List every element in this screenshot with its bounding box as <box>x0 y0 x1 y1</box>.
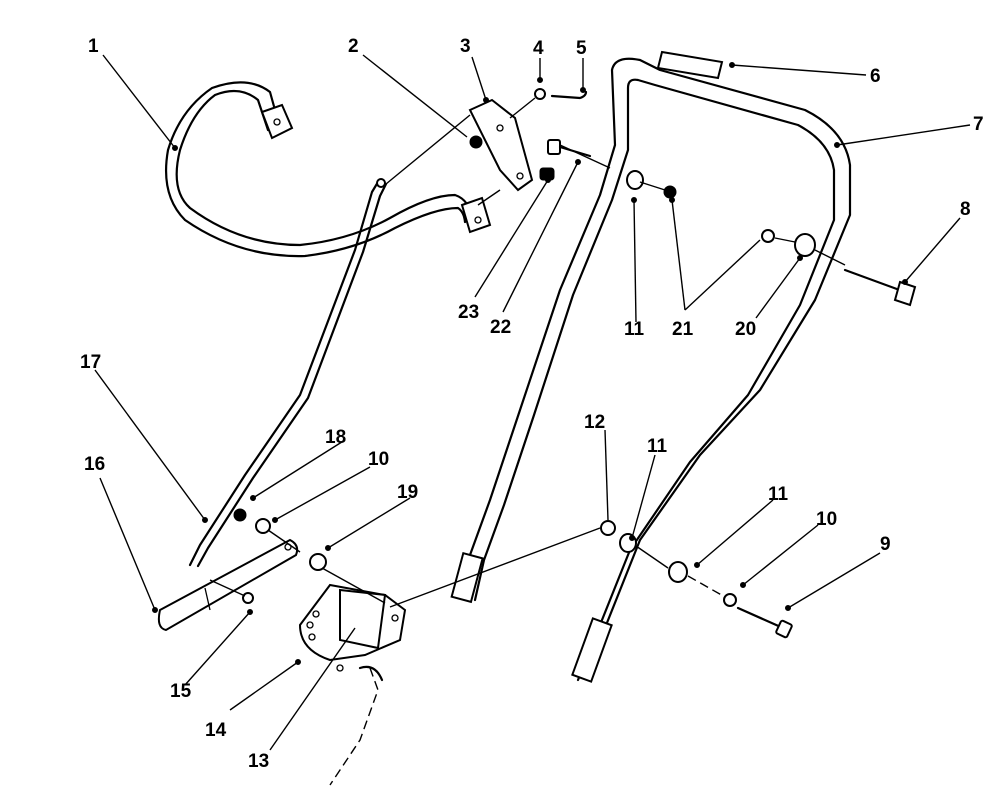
callout-11-lower-b: 11 <box>768 484 789 505</box>
callout-15: 15 <box>170 681 192 702</box>
deck-pin <box>358 665 384 682</box>
spacer-part-20 <box>794 233 816 257</box>
nut-part-15 <box>242 592 254 604</box>
callout-10-right: 10 <box>816 509 837 530</box>
control-bail-part-1 <box>164 81 492 258</box>
cotter-pin-part-5 <box>550 90 588 100</box>
washer-part-12 <box>600 520 616 536</box>
adjust-bracket-part-13 <box>298 583 407 672</box>
spacer-part-11-upper <box>626 170 644 190</box>
callout-17: 17 <box>80 352 101 373</box>
callout-23: 23 <box>458 302 479 323</box>
callout-21: 21 <box>672 319 694 340</box>
callout-8: 8 <box>960 199 971 220</box>
nut-part-21-a <box>663 185 677 199</box>
bolt-part-8 <box>843 268 917 307</box>
callout-19: 19 <box>397 482 418 503</box>
grip-part-6 <box>656 50 724 80</box>
callout-2: 2 <box>348 36 359 57</box>
callout-18: 18 <box>325 427 346 448</box>
deck-outline <box>329 667 379 786</box>
control-rod-part-17 <box>188 178 388 568</box>
callout-5: 5 <box>576 38 587 59</box>
washer-part-4 <box>534 88 546 100</box>
spacer-part-11-lower-b <box>668 561 688 583</box>
bolt-part-22 <box>547 139 592 158</box>
callout-7: 7 <box>973 114 984 135</box>
washer-part-10-right <box>723 593 737 607</box>
callout-11-upper: 11 <box>624 319 645 340</box>
callout-20: 20 <box>735 319 756 340</box>
callout-12: 12 <box>584 412 605 433</box>
nut-part-2 <box>469 135 483 149</box>
callout-6: 6 <box>870 66 881 87</box>
callout-16: 16 <box>84 454 105 475</box>
callout-4: 4 <box>533 38 544 59</box>
nut-part-21-b <box>761 229 775 243</box>
nut-part-18 <box>233 508 247 522</box>
washer-part-19 <box>309 553 327 571</box>
callout-14: 14 <box>205 720 227 741</box>
callout-9: 9 <box>880 534 891 555</box>
callout-10-left: 10 <box>368 449 389 470</box>
callout-dots <box>152 62 908 665</box>
callout-22: 22 <box>490 317 511 338</box>
callout-13: 13 <box>248 751 269 772</box>
callout-1: 1 <box>88 36 99 57</box>
bolt-part-9 <box>736 606 793 639</box>
callout-labels: 1 2 3 4 5 6 7 8 9 10 10 11 11 11 12 13 1… <box>80 36 984 772</box>
assembly-lines <box>209 97 846 608</box>
callout-pointers <box>94 54 971 751</box>
bracket-part-3 <box>468 98 534 192</box>
callout-3: 3 <box>460 36 471 57</box>
callout-11-lower-a: 11 <box>647 436 668 457</box>
washer-part-10-left <box>255 518 271 534</box>
link-part-16 <box>157 538 299 632</box>
